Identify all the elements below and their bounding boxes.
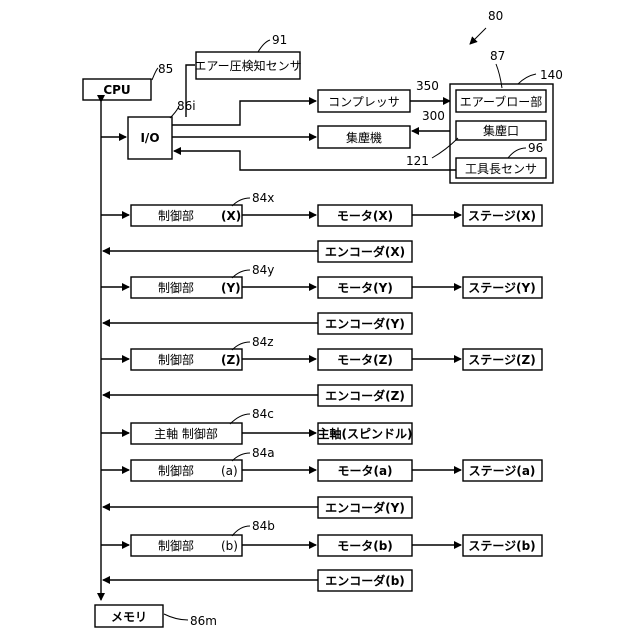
ctrl-a-label: 制御部 xyxy=(158,463,194,478)
cpu-label: CPU xyxy=(103,83,130,97)
memory-leader xyxy=(164,614,188,620)
ctrl-b-label: 制御部 xyxy=(158,538,194,553)
cpu-ref: 85 xyxy=(158,62,173,76)
air-blow-label: エアーブロー部 xyxy=(460,94,543,109)
figure-number-leader xyxy=(470,28,486,44)
compressor-ref: 350 xyxy=(416,79,439,93)
figure-number: 80 xyxy=(488,9,503,23)
ctrl-x-suffix: (X) xyxy=(221,209,241,223)
encoder-b-label: エンコーダ(b) xyxy=(325,573,405,588)
spindle-ctrl-ref: 84c xyxy=(252,407,274,421)
ctrl-a-suffix: (a) xyxy=(221,464,238,478)
ctrl-y-suffix: (Y) xyxy=(221,281,241,295)
io-leader xyxy=(170,108,178,118)
memory-ref: 86m xyxy=(190,614,217,628)
tool-sensor-ref: 96 xyxy=(528,141,543,155)
ctrl-z-suffix: (Z) xyxy=(221,353,241,367)
stage-b-label: ステージ(b) xyxy=(468,539,535,553)
encoder-z-label: エンコーダ(Z) xyxy=(325,388,405,403)
air-pressure-sensor-leader xyxy=(258,40,270,52)
motor-z-label: モータ(Z) xyxy=(337,353,393,367)
dust-port-ref: 121 xyxy=(406,154,429,168)
air-blow-ref: 87 xyxy=(490,49,505,63)
ctrl-z-label: 制御部 xyxy=(158,352,194,367)
air-pressure-sensor-ref: 91 xyxy=(272,33,287,47)
memory-label: メモリ xyxy=(111,610,147,624)
encoder-a-label: エンコーダ(Y) xyxy=(325,500,405,515)
spindle-label: 主軸(スピンドル) xyxy=(318,426,413,441)
stage-a-label: ステージ(a) xyxy=(469,464,536,478)
ctrl-x-ref: 84x xyxy=(252,191,274,205)
encoder-y-label: エンコーダ(Y) xyxy=(325,316,405,331)
compressor-label: コンプレッサ xyxy=(328,95,400,109)
machine-unit-ref: 140 xyxy=(540,68,563,82)
encoder-x-label: エンコーダ(X) xyxy=(325,244,405,259)
stage-x-label: ステージ(X) xyxy=(468,209,536,223)
tool-sensor-label: 工具長センサ xyxy=(465,162,537,176)
stage-y-label: ステージ(Y) xyxy=(468,281,535,295)
ctrl-y-label: 制御部 xyxy=(158,280,194,295)
dust-collector-ref: 300 xyxy=(422,109,445,123)
air-pressure-sensor-label: エアー圧検知センサ xyxy=(194,59,301,73)
io-label: I/O xyxy=(140,131,159,145)
spindle-ctrl-label: 主軸 制御部 xyxy=(154,426,218,441)
motor-b-label: モータ(b) xyxy=(337,539,393,553)
dust-port-label: 集塵口 xyxy=(483,123,519,138)
ctrl-x-label: 制御部 xyxy=(158,208,194,223)
ctrl-a-ref: 84a xyxy=(252,446,275,460)
motor-a-label: モータ(a) xyxy=(337,464,392,478)
ctrl-y-ref: 84y xyxy=(252,263,274,277)
ctrl-b-ref: 84b xyxy=(252,519,275,533)
dust-collector-label: 集塵機 xyxy=(346,130,382,145)
machine-unit-leader xyxy=(518,74,536,84)
ctrl-z-ref: 84z xyxy=(252,335,274,349)
motor-x-label: モータ(X) xyxy=(337,209,393,223)
ctrl-b-suffix: (b) xyxy=(221,539,238,553)
stage-z-label: ステージ(Z) xyxy=(468,353,535,367)
motor-y-label: モータ(Y) xyxy=(337,281,393,295)
